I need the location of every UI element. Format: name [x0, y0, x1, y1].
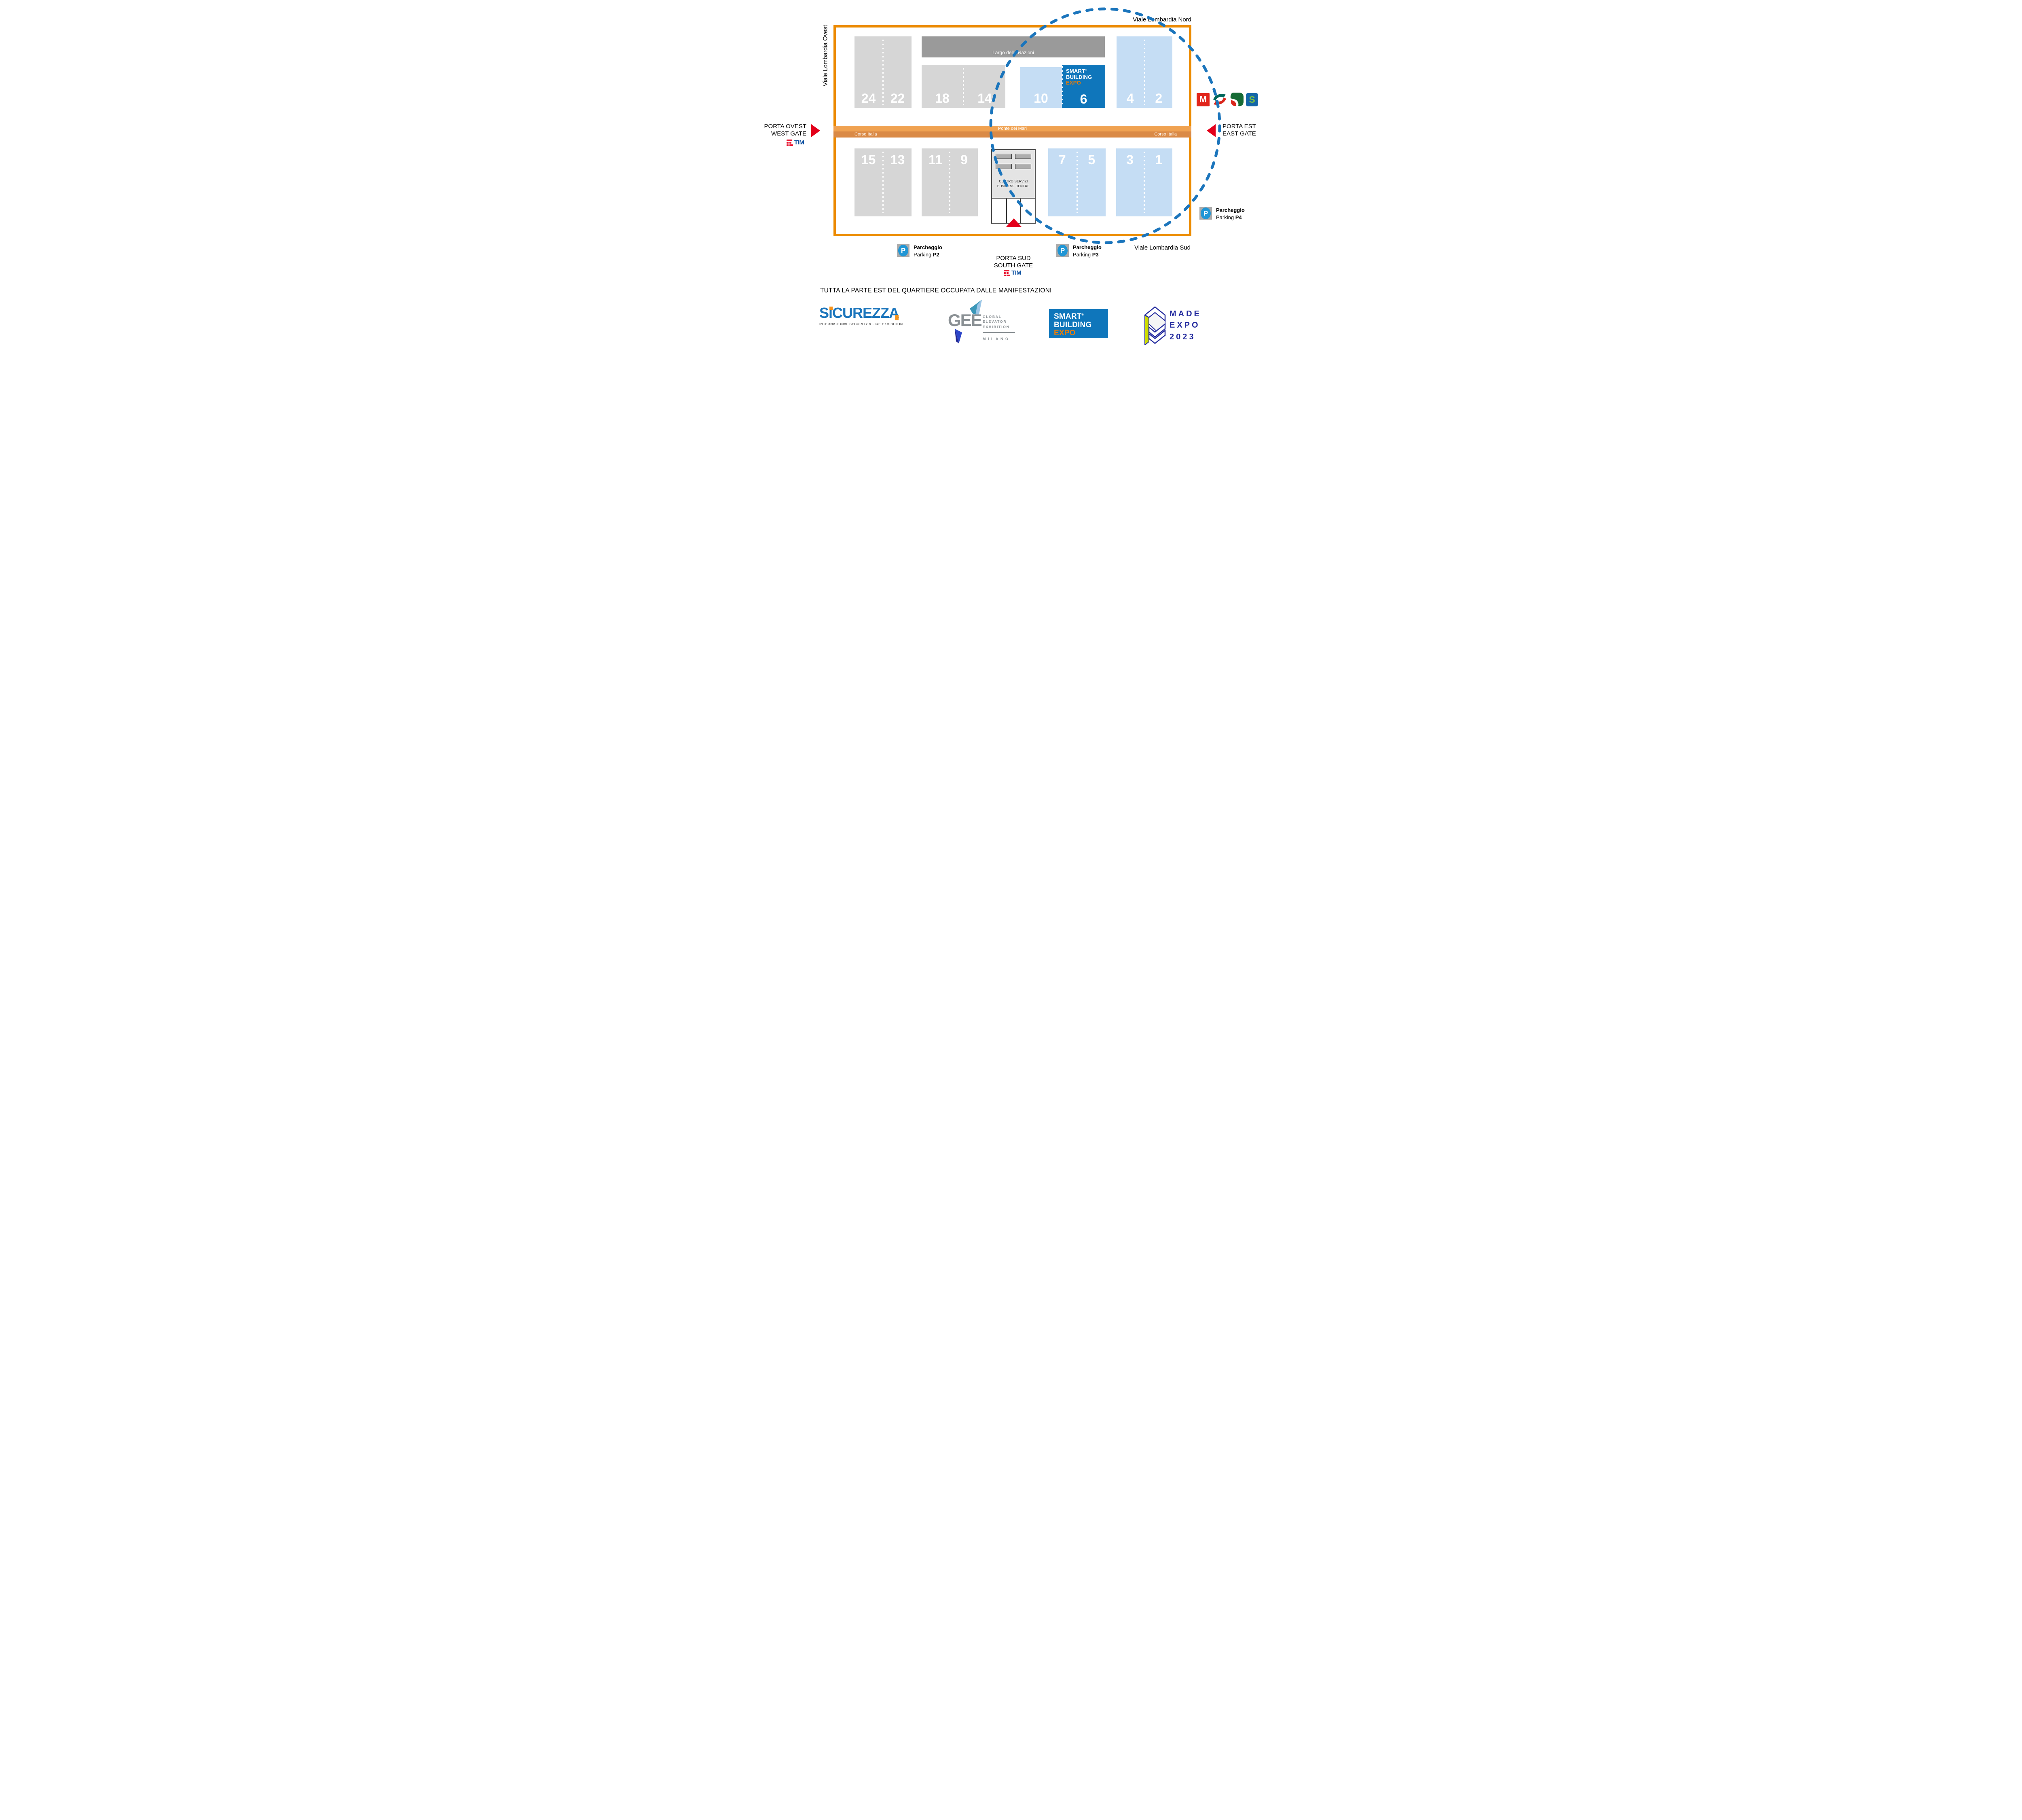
hall-divider	[963, 68, 964, 105]
hall-block-4-2: 4 2	[1117, 36, 1172, 108]
road-label-ponte-dei-mari: Ponte dei Mari	[998, 126, 1027, 131]
south-gate-arrow-icon	[1006, 218, 1022, 227]
hall-number: 4	[1126, 91, 1134, 106]
hall-number: 14	[977, 91, 992, 106]
hall-number: 6	[1080, 92, 1087, 106]
hall-block-6-smart-building-expo: SMART® BUILDING EXPO 6	[1062, 65, 1105, 108]
hall-number: 9	[960, 152, 968, 167]
hall-number: 5	[1088, 152, 1096, 167]
parking-p4-label: Parcheggio Parking P4	[1216, 207, 1245, 220]
building-wing	[1015, 164, 1031, 169]
sicurezza-subtitle: INTERNATIONAL SECURITY & FIRE EXHIBITION	[819, 322, 903, 326]
street-label-viale-lombardia-nord: Viale Lombardia Nord	[1133, 16, 1191, 23]
parking-icon: P	[1056, 244, 1069, 257]
hall-number: 7	[1058, 152, 1066, 167]
s-line-icon: S	[1246, 93, 1258, 106]
hall-divider	[949, 152, 950, 213]
street-label-viale-lombardia-sud: Viale Lombardia Sud	[1134, 244, 1191, 251]
parking-icon: P	[897, 244, 909, 257]
hall-number: 10	[1034, 91, 1048, 106]
hall-number: 15	[861, 152, 876, 167]
hall-divider	[882, 40, 884, 105]
gee-kite-icon	[970, 300, 982, 316]
building-wing	[996, 154, 1012, 159]
smart-building-expo-logo: SMART® BUILDING EXPO	[1066, 68, 1092, 86]
venue-map-page: Viale Lombardia Nord Viale Lombardia Ove…	[694, 0, 1328, 357]
sicurezza-orange-accent	[895, 315, 899, 320]
hall-number: 24	[861, 91, 876, 106]
building-wing	[1015, 154, 1031, 159]
gee-subtitle: GLOBAL ELEVATOR EXHIBITION MILANO	[983, 314, 1015, 341]
transit-logos: M S	[1197, 93, 1258, 106]
business-centre-building: CENTRO SERVIZI BUSINESS CENTRE	[991, 149, 1036, 224]
trenord-icon	[1230, 93, 1244, 106]
gee-kite-icon	[955, 329, 962, 343]
sicurezza-logo: SiCUREZZA INTERNATIONAL SECURITY & FIRE …	[819, 306, 916, 326]
hall-block-24-22: 24 22	[854, 36, 912, 108]
smart-building-expo-logo: SMART® BUILDING EXPO	[1049, 309, 1108, 338]
parking-icon: P	[1199, 207, 1212, 220]
road-label-corso-italia-west: Corso Italia	[854, 132, 877, 137]
hall-number: 18	[935, 91, 950, 106]
east-gate-arrow-icon	[1207, 124, 1216, 137]
hall-block-11-9: 11 9	[922, 148, 978, 216]
tim-logo: TIM	[1004, 269, 1022, 276]
street-label-viale-lombardia-ovest: Viale Lombardia Ovest	[822, 25, 829, 87]
tim-logo: TIM	[787, 139, 804, 146]
hall-block-10: 10	[1020, 67, 1062, 108]
road-corso-italia: Corso Italia Corso Italia	[833, 131, 1191, 138]
business-centre-label: CENTRO SERVIZI BUSINESS CENTRE	[997, 180, 1030, 188]
largo-label: Largo delle Nazioni	[992, 50, 1034, 55]
hall-number: 2	[1155, 91, 1163, 106]
parking-p3-label: Parcheggio Parking P3	[1073, 244, 1102, 258]
metro-milano-icon: M	[1197, 93, 1210, 106]
hall-number: 22	[890, 91, 905, 106]
hall-number: 13	[890, 152, 905, 167]
hall-block-7-5: 7 5	[1048, 148, 1106, 216]
hall-number: 1	[1155, 152, 1162, 167]
made-expo-wordmark: MADE EXPO 2023	[1170, 309, 1201, 341]
sicurezza-wordmark: SiCUREZZA	[819, 305, 899, 321]
gee-divider	[983, 332, 1015, 333]
road-label-corso-italia-east: Corso Italia	[1154, 132, 1177, 137]
parking-p2-label: Parcheggio Parking P2	[914, 244, 942, 258]
hall-divider	[882, 152, 884, 213]
hall-block-15-13: 15 13	[854, 148, 912, 216]
road-ponte-dei-mari: Ponte dei Mari	[833, 126, 1191, 131]
hall-number: 11	[929, 152, 942, 167]
tim-icon	[787, 139, 793, 146]
hall-number: 3	[1126, 152, 1134, 167]
sicurezza-orange-accent	[829, 307, 833, 310]
tim-icon	[1004, 269, 1010, 276]
gee-wordmark: GEE	[948, 311, 982, 330]
hall-block-3-1: 3 1	[1116, 148, 1172, 216]
hall-block-18-14: 18 14	[922, 65, 1005, 108]
gee-logo: GEE GLOBAL ELEVATOR EXHIBITION MILANO	[948, 300, 1017, 343]
made-expo-icon	[1144, 306, 1166, 345]
building-wing	[996, 164, 1012, 169]
fs-ferrovie-icon	[1213, 94, 1226, 105]
largo-delle-nazioni-bar: Largo delle Nazioni	[922, 36, 1105, 57]
made-expo-logo: MADE EXPO 2023	[1144, 305, 1220, 345]
west-gate-arrow-icon	[811, 124, 820, 137]
footer-note: TUTTA LA PARTE EST DEL QUARTIERE OCCUPAT…	[820, 287, 1052, 294]
